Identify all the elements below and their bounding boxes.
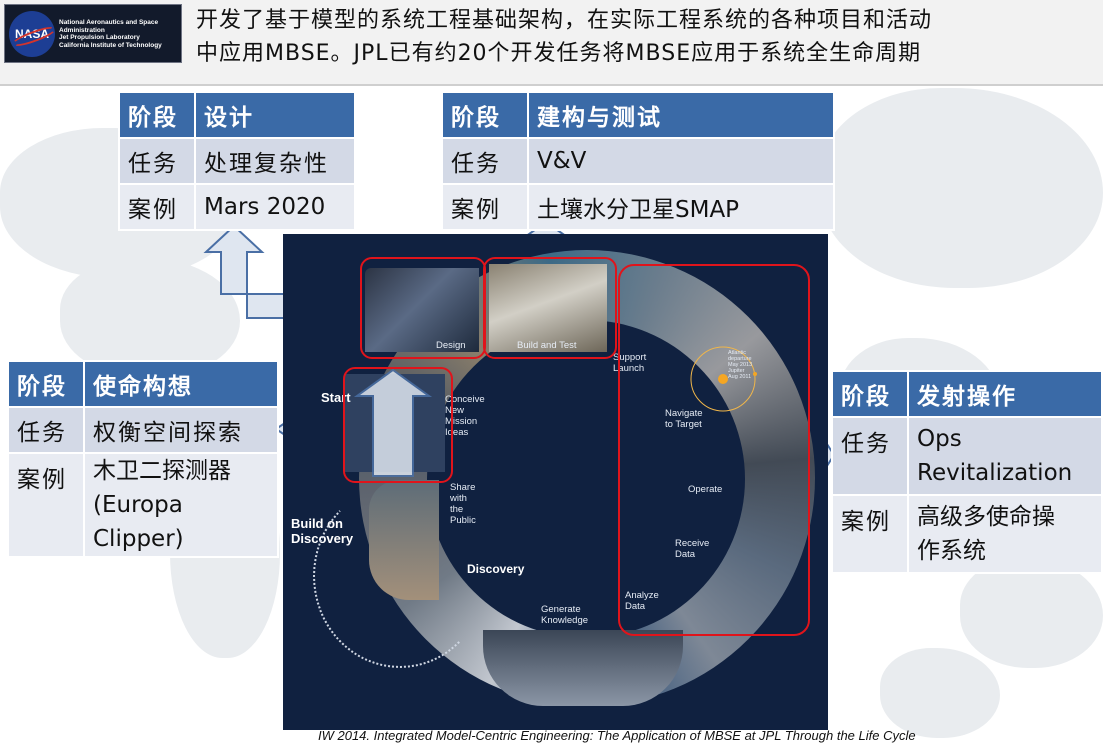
logo-line: Administration xyxy=(59,26,105,34)
logo-text: National Aeronautics and Space Administr… xyxy=(59,19,179,49)
task-label: 任务 xyxy=(7,406,85,454)
slide-title: 开发了基于模型的系统工程基础架构，在实际工程系统的各种项目和活动 中应用MBSE… xyxy=(196,4,1096,70)
label-analyze: Analyze Data xyxy=(625,590,659,612)
task-value: 权衡空间探索 xyxy=(83,406,279,454)
generate-knowledge-photo xyxy=(483,630,683,706)
label-generate: Generate Knowledge xyxy=(541,604,588,626)
label-line: Receive xyxy=(675,538,710,549)
case-value: 高级多使命操 作系统 xyxy=(907,494,1103,574)
label-line: Generate xyxy=(541,604,581,615)
slide-header: NASA National Aeronautics and Space Admi… xyxy=(0,0,1103,86)
operations-stage-table: 阶段 发射操作 任务 Ops Revitalization 案例 高级多使命操 … xyxy=(831,370,1103,574)
start-up-arrow-icon xyxy=(353,368,433,477)
label-line: Mission xyxy=(445,416,478,427)
case-value: 土壤水分卫星SMAP xyxy=(527,183,835,231)
task-label: 任务 xyxy=(831,416,909,496)
case-label: 案例 xyxy=(831,494,909,574)
stage-value: 建构与测试 xyxy=(527,91,835,139)
label-line: Launch xyxy=(613,363,645,374)
trajectory-icon xyxy=(690,346,757,412)
dotted-return-path xyxy=(313,484,487,668)
label-line: Knowledge xyxy=(541,615,589,626)
label-line: New xyxy=(445,405,465,416)
orbit-annotation: Atlantic departure May 2013 Jupiter Aug … xyxy=(728,350,752,380)
label-build-test: Build and Test xyxy=(517,340,577,351)
lifecycle-diagram: Design Build and Test Support Launch Sta… xyxy=(283,234,828,730)
task-value: Ops Revitalization xyxy=(907,416,1103,496)
case-line: 木卫二探测器 xyxy=(93,458,231,484)
label-receive: Receive Data xyxy=(675,538,709,560)
citation: IW 2014. Integrated Model-Centric Engine… xyxy=(318,728,916,743)
label-conceive: Conceive New Mission Ideas xyxy=(445,394,485,438)
highlight-conceive xyxy=(343,367,453,483)
label-line: with xyxy=(450,493,467,504)
stage-label: 阶段 xyxy=(118,91,196,139)
label-line: Analyze xyxy=(625,590,659,601)
title-line-1: 开发了基于模型的系统工程基础架构，在实际工程系统的各种项目和活动 xyxy=(196,8,933,33)
label-support-launch: Support Launch xyxy=(613,352,646,374)
stage-value: 使命构想 xyxy=(83,360,279,408)
highlight-design xyxy=(360,257,486,359)
task-label: 任务 xyxy=(441,137,529,185)
label-operate: Operate xyxy=(688,484,723,495)
label-line: Support xyxy=(613,352,647,363)
label-navigate: Navigate to Target xyxy=(665,408,703,430)
build-test-stage-table: 阶段 建构与测试 任务 V&V 案例 土壤水分卫星SMAP xyxy=(441,91,835,231)
case-line: 作系统 xyxy=(917,538,986,564)
label-line: Navigate xyxy=(665,408,703,419)
annotation-line: departure xyxy=(728,356,752,362)
case-label: 案例 xyxy=(118,183,196,231)
logo-line: National Aeronautics and Space xyxy=(59,19,159,26)
annotation-line: May 2013 xyxy=(728,362,753,368)
case-line: 高级多使命操 xyxy=(917,504,1055,530)
title-line-2: 中应用MBSE。JPL已有约20个开发任务将MBSE应用于系统全生命周期 xyxy=(196,41,922,66)
task-line: Revitalization xyxy=(917,460,1073,486)
label-line: to Target xyxy=(665,419,702,430)
stage-value: 设计 xyxy=(194,91,356,139)
task-label: 任务 xyxy=(118,137,196,185)
case-label: 案例 xyxy=(7,452,85,558)
nasa-jpl-logo: NASA National Aeronautics and Space Admi… xyxy=(4,4,182,63)
build-test-photo xyxy=(489,264,607,352)
stage-value: 发射操作 xyxy=(907,370,1103,418)
logo-line: California Institute of Technology xyxy=(59,41,162,49)
label-line: Data xyxy=(675,549,696,560)
case-line: (Europa Clipper) xyxy=(93,492,184,552)
annotation-line: Atlantic xyxy=(728,350,747,356)
label-line: Conceive xyxy=(445,394,485,405)
label-line: Data xyxy=(625,601,646,612)
stage-label: 阶段 xyxy=(7,360,85,408)
task-value: 处理复杂性 xyxy=(194,137,356,185)
stage-label: 阶段 xyxy=(831,370,909,418)
concept-stage-table: 阶段 使命构想 任务 权衡空间探索 案例 木卫二探测器 (Europa Clip… xyxy=(7,360,279,558)
design-photo xyxy=(365,268,479,352)
stage-label: 阶段 xyxy=(441,91,529,139)
nasa-meatball-icon: NASA xyxy=(9,11,55,57)
annotation-line: Aug 2011 xyxy=(728,374,752,380)
label-design: Design xyxy=(436,340,466,351)
label-line: Ideas xyxy=(445,427,469,438)
highlight-build-test xyxy=(483,257,617,359)
task-line: Ops xyxy=(917,426,962,452)
case-value: 木卫二探测器 (Europa Clipper) xyxy=(83,452,279,558)
annotation-line: Jupiter xyxy=(728,368,745,374)
label-line: Share xyxy=(450,482,476,493)
task-value: V&V xyxy=(527,137,835,185)
logo-line: Jet Propulsion Laboratory xyxy=(59,34,140,42)
case-value: Mars 2020 xyxy=(194,183,356,231)
case-label: 案例 xyxy=(441,183,529,231)
highlight-operations xyxy=(618,264,810,636)
design-stage-table: 阶段 设计 任务 处理复杂性 案例 Mars 2020 xyxy=(118,91,356,231)
